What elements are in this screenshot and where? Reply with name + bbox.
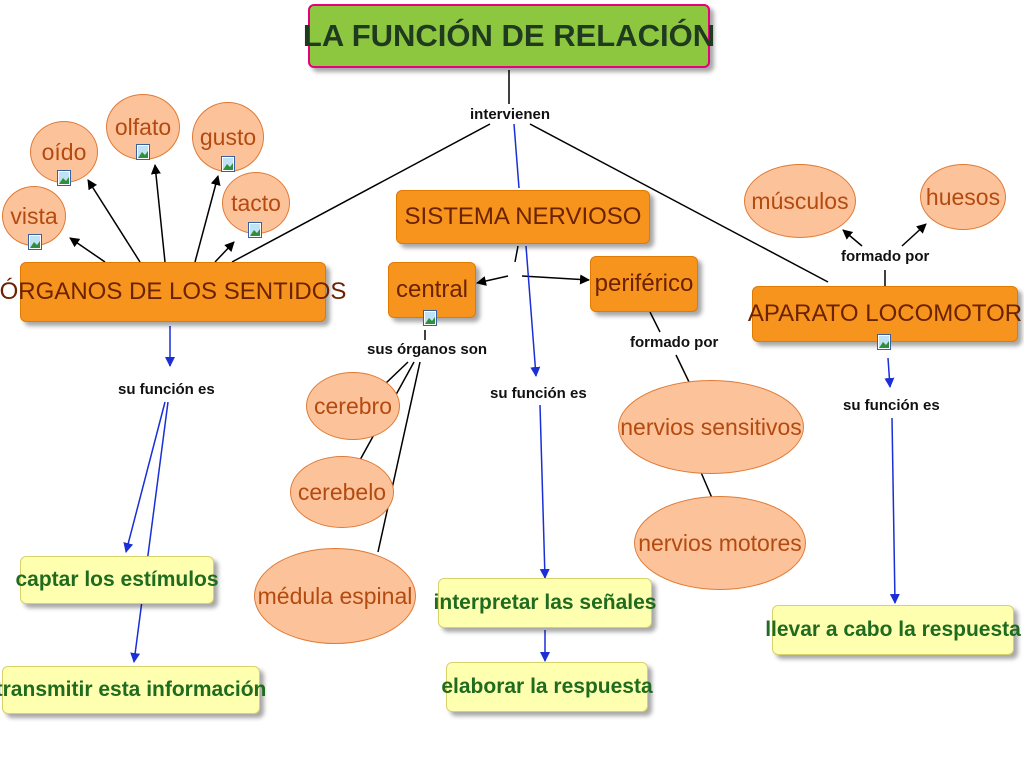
node-central[interactable]: central (388, 262, 476, 318)
link-label-sus-organos: sus órganos son (364, 341, 491, 358)
image-resource-icon[interactable] (221, 156, 235, 172)
link-label-formado-locomotor: formado por (838, 248, 933, 265)
node-organos-sentidos[interactable]: ÓRGANOS DE LOS SENTIDOS (0, 262, 346, 322)
node-medula-espinal[interactable]: médula espinal (254, 548, 416, 644)
node-aparato-locomotor[interactable]: APARATO LOCOMOTOR (748, 286, 1022, 342)
node-nervios-motores[interactable]: nervios motores (634, 496, 806, 590)
link-label-formado-periferico: formado por (627, 334, 722, 351)
node-periferico[interactable]: periférico (590, 256, 698, 312)
node-huesos[interactable]: huesos (920, 164, 1006, 230)
image-resource-icon[interactable] (248, 222, 262, 238)
link-label-intervienen: intervienen (467, 106, 554, 123)
node-nervios-sensitivos[interactable]: nervios sensitivos (618, 380, 804, 474)
node-musculos[interactable]: músculos (744, 164, 856, 238)
function-transmitir[interactable]: transmitir esta información (0, 666, 266, 714)
image-resource-icon[interactable] (423, 310, 437, 326)
sense-node-oido[interactable]: oído (30, 121, 98, 183)
function-interpretar[interactable]: interpretar las señales (434, 578, 656, 628)
link-label-su-funcion-nervioso: su función es (487, 385, 590, 402)
diagram-title: LA FUNCIÓN DE RELACIÓN (303, 4, 715, 68)
node-cerebelo[interactable]: cerebelo (290, 456, 394, 528)
link-label-su-funcion-locomotor: su función es (840, 397, 943, 414)
image-resource-icon[interactable] (136, 144, 150, 160)
link-label-su-funcion-sentidos: su función es (115, 381, 218, 398)
function-captar[interactable]: captar los estímulos (15, 556, 219, 604)
function-elaborar[interactable]: elaborar la respuesta (441, 662, 653, 712)
image-resource-icon[interactable] (877, 334, 891, 350)
node-sistema-nervioso[interactable]: SISTEMA NERVIOSO (396, 190, 650, 244)
node-cerebro[interactable]: cerebro (306, 372, 400, 440)
image-resource-icon[interactable] (57, 170, 71, 186)
function-llevar[interactable]: llevar a cabo la respuesta (765, 605, 1021, 655)
image-resource-icon[interactable] (28, 234, 42, 250)
